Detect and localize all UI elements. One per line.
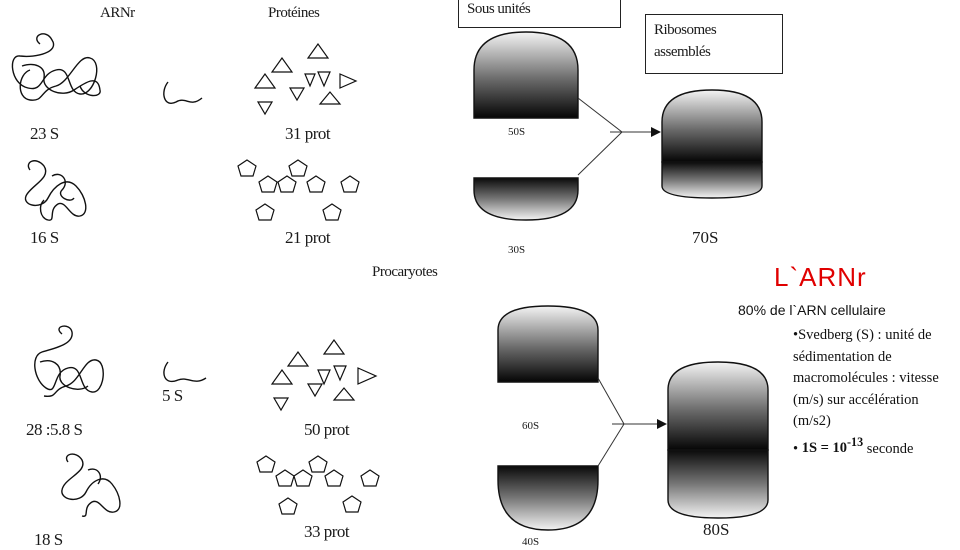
label-21-prot: 21 prot	[285, 228, 331, 247]
rrna-5s-squiggle-bottom	[163, 361, 207, 383]
rrna-28s-squiggle	[34, 325, 104, 398]
header-proteines: Protéines	[268, 5, 320, 21]
ribosome-70s-shape	[661, 89, 763, 199]
label-40s: 40S	[522, 536, 540, 548]
bullet-list: •Svedberg (S) : unité de sédimentation d…	[793, 325, 943, 460]
ribosome-80s-shape	[667, 361, 769, 519]
label-16s: 16 S	[30, 228, 59, 247]
rrna-18s-squiggle	[61, 453, 121, 517]
header-arnr: ARNr	[100, 5, 135, 21]
label-31-prot: 31 prot	[285, 124, 331, 143]
slide-title: L`ARNr	[774, 262, 867, 292]
label-33-prot: 33 prot	[304, 522, 350, 541]
subunit-60s-shape	[497, 305, 599, 383]
label-50-prot: 50 prot	[304, 420, 350, 439]
slide-subtitle: 80% de l`ARN cellulaire	[738, 302, 886, 318]
rrna-23s-squiggle	[11, 33, 101, 101]
header-ribosomes-line2: assemblés	[654, 44, 711, 60]
label-23s: 23 S	[30, 124, 59, 143]
header-ribosomes-line1: Ribosomes	[654, 22, 717, 38]
label-18s: 18 S	[34, 530, 63, 549]
label-70s: 70S	[692, 228, 719, 247]
label-30s: 30S	[508, 244, 526, 256]
label-60s: 60S	[522, 420, 540, 432]
header-ribosomes-assembles: Ribosomes assemblés	[645, 14, 783, 74]
assembly-lines-top	[577, 97, 661, 176]
proteins-pentagons-top	[237, 159, 360, 221]
label-5s: 5 S	[162, 386, 183, 405]
bullet-1s-definition: • 1S = 10-13 seconde	[793, 435, 914, 457]
bullet-svedberg: •Svedberg (S) : unité de sédimentation d…	[793, 327, 939, 429]
label-80s: 80S	[703, 520, 730, 539]
assembly-lines-bottom	[597, 377, 667, 467]
subunit-30s-shape	[473, 177, 579, 221]
subunit-50s-shape	[473, 31, 579, 119]
proteins-triangles-bottom	[270, 338, 378, 412]
proteins-pentagons-bottom	[256, 455, 380, 515]
subunit-40s-shape	[497, 465, 599, 531]
label-50s: 50S	[508, 126, 526, 138]
header-sous-unites: Sous unités	[458, 0, 621, 28]
rrna-5s-squiggle-top	[163, 81, 203, 104]
rrna-16s-squiggle	[24, 160, 87, 221]
label-28-5-8s: 28 :5.8 S	[26, 420, 83, 439]
caption-procaryotes: Procaryotes	[372, 264, 438, 280]
proteins-triangles-top	[253, 42, 358, 116]
